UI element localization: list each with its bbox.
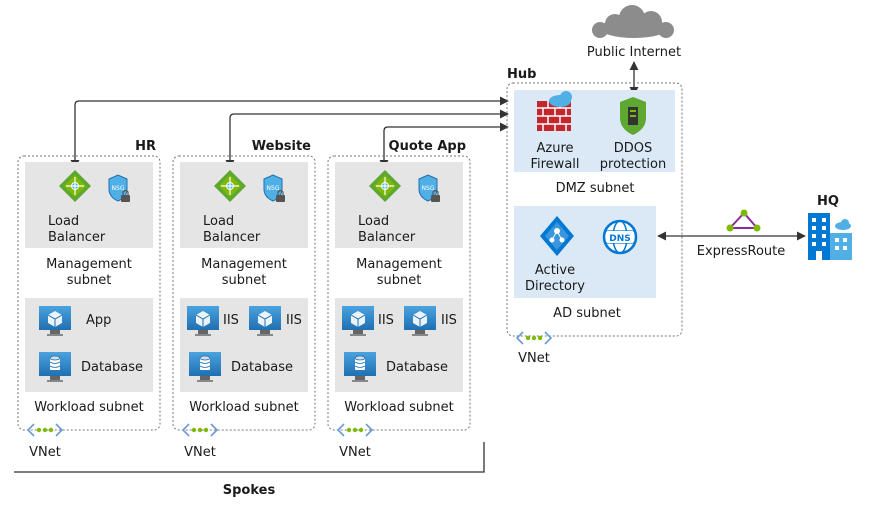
virtual-machine-icon [187, 306, 219, 336]
spoke-to-hub-connections [70, 61, 806, 241]
vnet-icon [336, 423, 374, 437]
spoke-title: HR [135, 139, 156, 154]
lb-label-1: Load [358, 214, 389, 229]
hub-vnet-icon [515, 331, 553, 345]
database-vm-icon [189, 352, 221, 382]
dmz-subnet-label: DMZ subnet [556, 181, 635, 196]
spoke-vnet-label: VNet [184, 445, 216, 460]
spoke-vnet-label: VNet [29, 445, 61, 460]
expressroute-icon [726, 209, 761, 232]
hq-title: HQ [817, 194, 839, 209]
spoke-vnet-box [17, 155, 161, 431]
virtual-machine-icon [39, 306, 71, 336]
quoteapp-hub-link [379, 122, 509, 169]
dns-badge: DNS [609, 234, 631, 244]
website-hub-link [225, 109, 509, 169]
spoke-vnet-box [172, 155, 316, 431]
lb-label-1: Load [48, 214, 79, 229]
ad-label-2: Directory [525, 279, 585, 294]
mgmt-subnet-label-2: subnet [377, 273, 422, 288]
virtual-machine-icon [249, 306, 281, 336]
mgmt-subnet-label-2: subnet [67, 273, 112, 288]
hr-hub-link [70, 96, 509, 169]
spoke-0: HR NSG LoadBalancerManagementsubnetAppData… [17, 139, 161, 460]
database-label: Database [231, 360, 293, 375]
virtual-machine-icon [404, 306, 436, 336]
management-subnet-box [335, 162, 463, 248]
public-internet-label: Public Internet [587, 45, 681, 60]
iis-label: IIS [286, 313, 302, 328]
dns-icon: DNS [602, 219, 638, 255]
firewall-icon [537, 91, 572, 131]
nsg-badge: NSG [422, 185, 435, 192]
nsg-badge: NSG [267, 185, 280, 192]
active-directory-icon [540, 216, 574, 256]
database-vm-icon [39, 352, 71, 382]
workload-subnet-label: Workload subnet [189, 400, 298, 415]
firewall-label-2: Firewall [530, 157, 579, 172]
lb-label-2: Balancer [203, 230, 261, 245]
lb-label-2: Balancer [48, 230, 106, 245]
iis-label: IIS [223, 313, 239, 328]
building-icon [808, 213, 852, 260]
nsg-shield-icon: NSG [263, 174, 285, 202]
iis-label: IIS [441, 313, 457, 328]
spoke-vnet-box [327, 155, 471, 431]
hub-vnet-box [506, 82, 683, 337]
vnet-icon [181, 423, 219, 437]
spokes-bracket [14, 442, 485, 473]
hub-title: Hub [507, 67, 536, 82]
spoke-vnet-label: VNet [339, 445, 371, 460]
nsg-shield-icon: NSG [418, 174, 440, 202]
vnet-icon [26, 423, 64, 437]
database-label: Database [386, 360, 448, 375]
mgmt-subnet-label-1: Management [201, 257, 287, 272]
ad-subnet-box [514, 206, 656, 298]
load-balancer-icon [59, 170, 91, 202]
lb-label-1: Load [203, 214, 234, 229]
workload-subnet-label: Workload subnet [344, 400, 453, 415]
app-label: App [86, 313, 111, 328]
ddos-label-2: protection [600, 157, 666, 172]
mgmt-subnet-label-1: Management [356, 257, 442, 272]
cloud-icon [592, 5, 674, 38]
iis-label: IIS [378, 313, 394, 328]
mgmt-subnet-label-1: Management [46, 257, 132, 272]
management-subnet-box [180, 162, 308, 248]
management-subnet-box [25, 162, 153, 248]
virtual-machine-icon [342, 306, 374, 336]
ad-label-1: Active [535, 263, 575, 278]
ddos-shield-icon [620, 97, 646, 135]
load-balancer-icon [369, 170, 401, 202]
mgmt-subnet-label-2: subnet [222, 273, 267, 288]
ad-subnet-label: AD subnet [553, 306, 621, 321]
spoke-title: Website [252, 139, 311, 154]
workload-subnet-label: Workload subnet [34, 400, 143, 415]
load-balancer-icon [214, 170, 246, 202]
database-label: Database [81, 360, 143, 375]
database-vm-icon [344, 352, 376, 382]
spoke-title: Quote App [389, 139, 466, 154]
expressroute-label: ExpressRoute [697, 244, 786, 259]
spokes-title: Spokes [223, 483, 276, 498]
nsg-badge: NSG [112, 185, 125, 192]
nsg-shield-icon: NSG [108, 174, 130, 202]
hub-vnet-label: VNet [518, 351, 550, 366]
spokes-layer: HRNSGLoadBalancerManagementsubnetAppData… [17, 139, 471, 460]
lb-label-2: Balancer [358, 230, 416, 245]
ddos-label-1: DDOS [614, 141, 653, 156]
firewall-label-1: Azure [536, 141, 573, 156]
